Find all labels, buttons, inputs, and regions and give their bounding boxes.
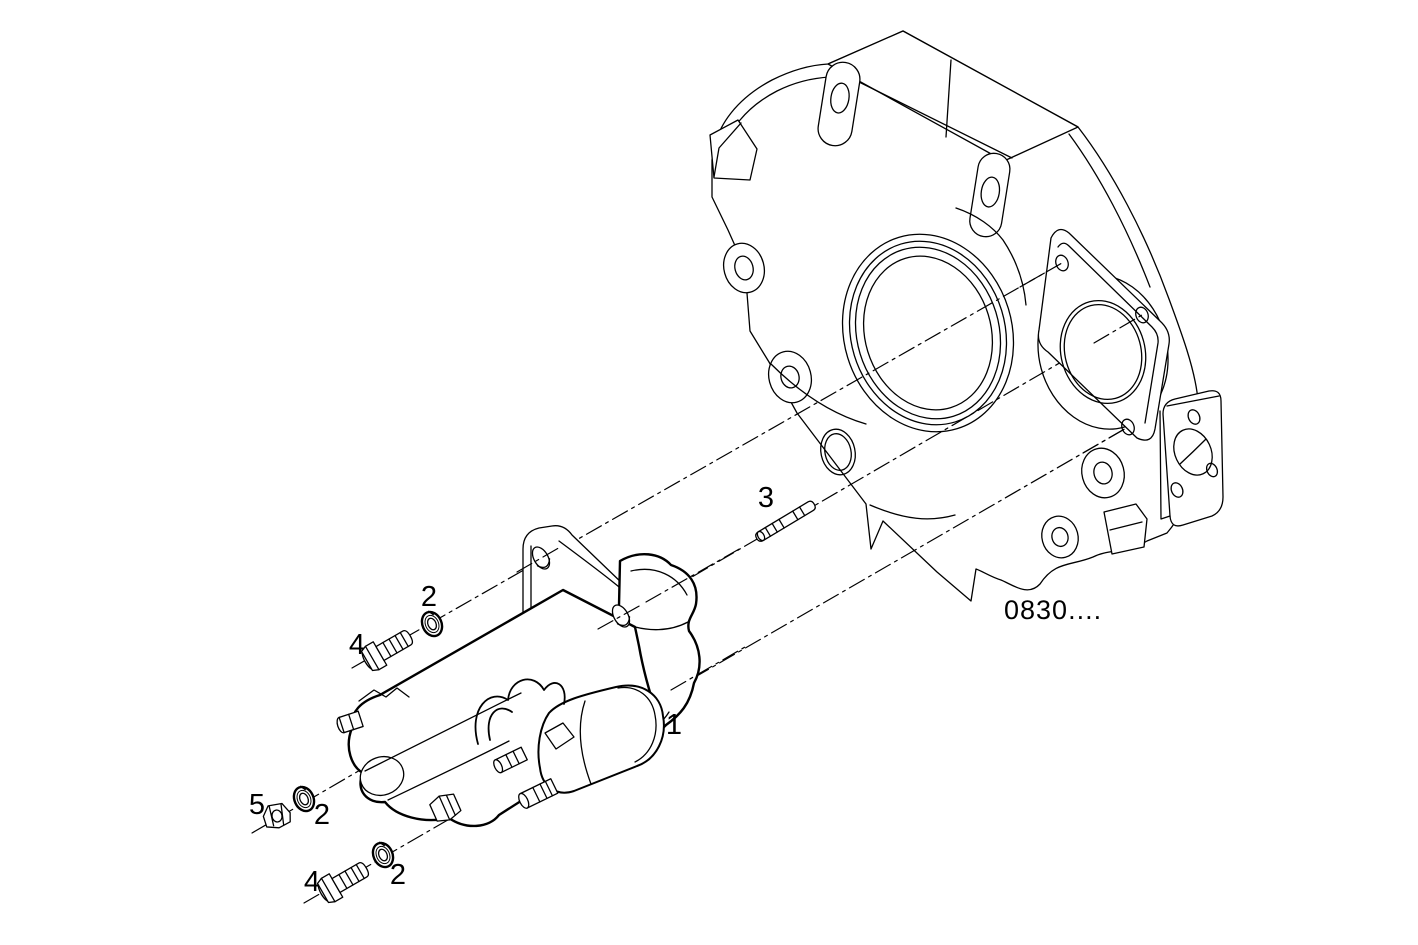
starter-solenoid bbox=[537, 684, 665, 794]
starter-mount-pad-inner bbox=[1057, 242, 1159, 424]
lug-left-hole bbox=[830, 82, 850, 114]
centerline-lower bbox=[303, 426, 1129, 904]
pad-bolt-hole-top bbox=[1055, 254, 1069, 272]
housing-bottom-tab bbox=[1103, 503, 1148, 555]
fasteners bbox=[261, 500, 816, 907]
callout-2-middle: 2 bbox=[314, 799, 330, 831]
starter-solenoid-arcs bbox=[579, 686, 657, 785]
hex-bolt-lower bbox=[313, 855, 374, 907]
callout-4-upper: 4 bbox=[349, 629, 365, 661]
starter-endcap-boss bbox=[359, 755, 405, 797]
callout-labels: 1 2 2 2 3 4 4 5 0830.... bbox=[249, 482, 1102, 898]
side-flange-edges bbox=[1159, 395, 1220, 520]
centerline-overlays bbox=[516, 262, 1143, 691]
starter-through-bolt-left bbox=[336, 710, 364, 734]
housing-left-wedge-edges bbox=[713, 122, 742, 178]
starter-endcap-crown bbox=[358, 687, 410, 702]
side-flange-holes bbox=[1170, 409, 1219, 498]
starter-flange-details bbox=[530, 540, 650, 667]
housing-boss-bottom bbox=[1041, 515, 1079, 559]
callout-4-lower: 4 bbox=[304, 866, 320, 898]
housing-lug-left bbox=[817, 61, 861, 147]
starter-bottom-lug-bolt bbox=[429, 793, 462, 822]
housing-right-inner-edge bbox=[1068, 133, 1151, 288]
solenoid-terminal-upper bbox=[493, 746, 528, 774]
callout-2-upper: 2 bbox=[421, 581, 437, 613]
lug-right-hole bbox=[980, 176, 1001, 208]
hex-nut bbox=[261, 801, 294, 831]
callout-1: 1 bbox=[666, 709, 682, 741]
housing-boss-lower-left bbox=[767, 350, 813, 404]
housing-top-bar-seams bbox=[840, 59, 1013, 159]
solenoid-clip bbox=[544, 722, 575, 750]
pad-bolt-hole-right bbox=[1135, 306, 1149, 324]
callout-2-lower: 2 bbox=[390, 859, 406, 891]
centerline-upper bbox=[351, 262, 1063, 669]
housing-accent-curves bbox=[770, 207, 1027, 520]
starter-shaft-opening bbox=[1059, 299, 1147, 405]
housing-left-wedge bbox=[709, 119, 758, 181]
housing-boss-bottom-right bbox=[1081, 447, 1125, 499]
housing-lug-right bbox=[969, 152, 1011, 238]
solenoid-terminal-lower bbox=[518, 778, 559, 809]
pad-bolt-hole-bottom bbox=[1121, 418, 1135, 436]
flywheel-bore bbox=[841, 233, 1015, 433]
flywheel-housing-drawing bbox=[709, 30, 1224, 602]
housing-boss-upper-left bbox=[722, 242, 766, 294]
starter-motor-drawing bbox=[336, 525, 701, 828]
housing-top-bar bbox=[827, 30, 1079, 162]
housing-oval-hole bbox=[820, 428, 856, 476]
callout-5: 5 bbox=[249, 789, 265, 821]
starter-mount-pad bbox=[1037, 228, 1170, 441]
starter-body-seams bbox=[364, 692, 522, 801]
hex-bolt-upper bbox=[357, 623, 418, 675]
housing-reference-code: 0830.... bbox=[1004, 595, 1102, 625]
starter-wire-hooks bbox=[474, 678, 566, 745]
stud bbox=[755, 500, 816, 542]
housing-side-flange bbox=[1162, 390, 1224, 527]
callout-3: 3 bbox=[758, 482, 774, 514]
